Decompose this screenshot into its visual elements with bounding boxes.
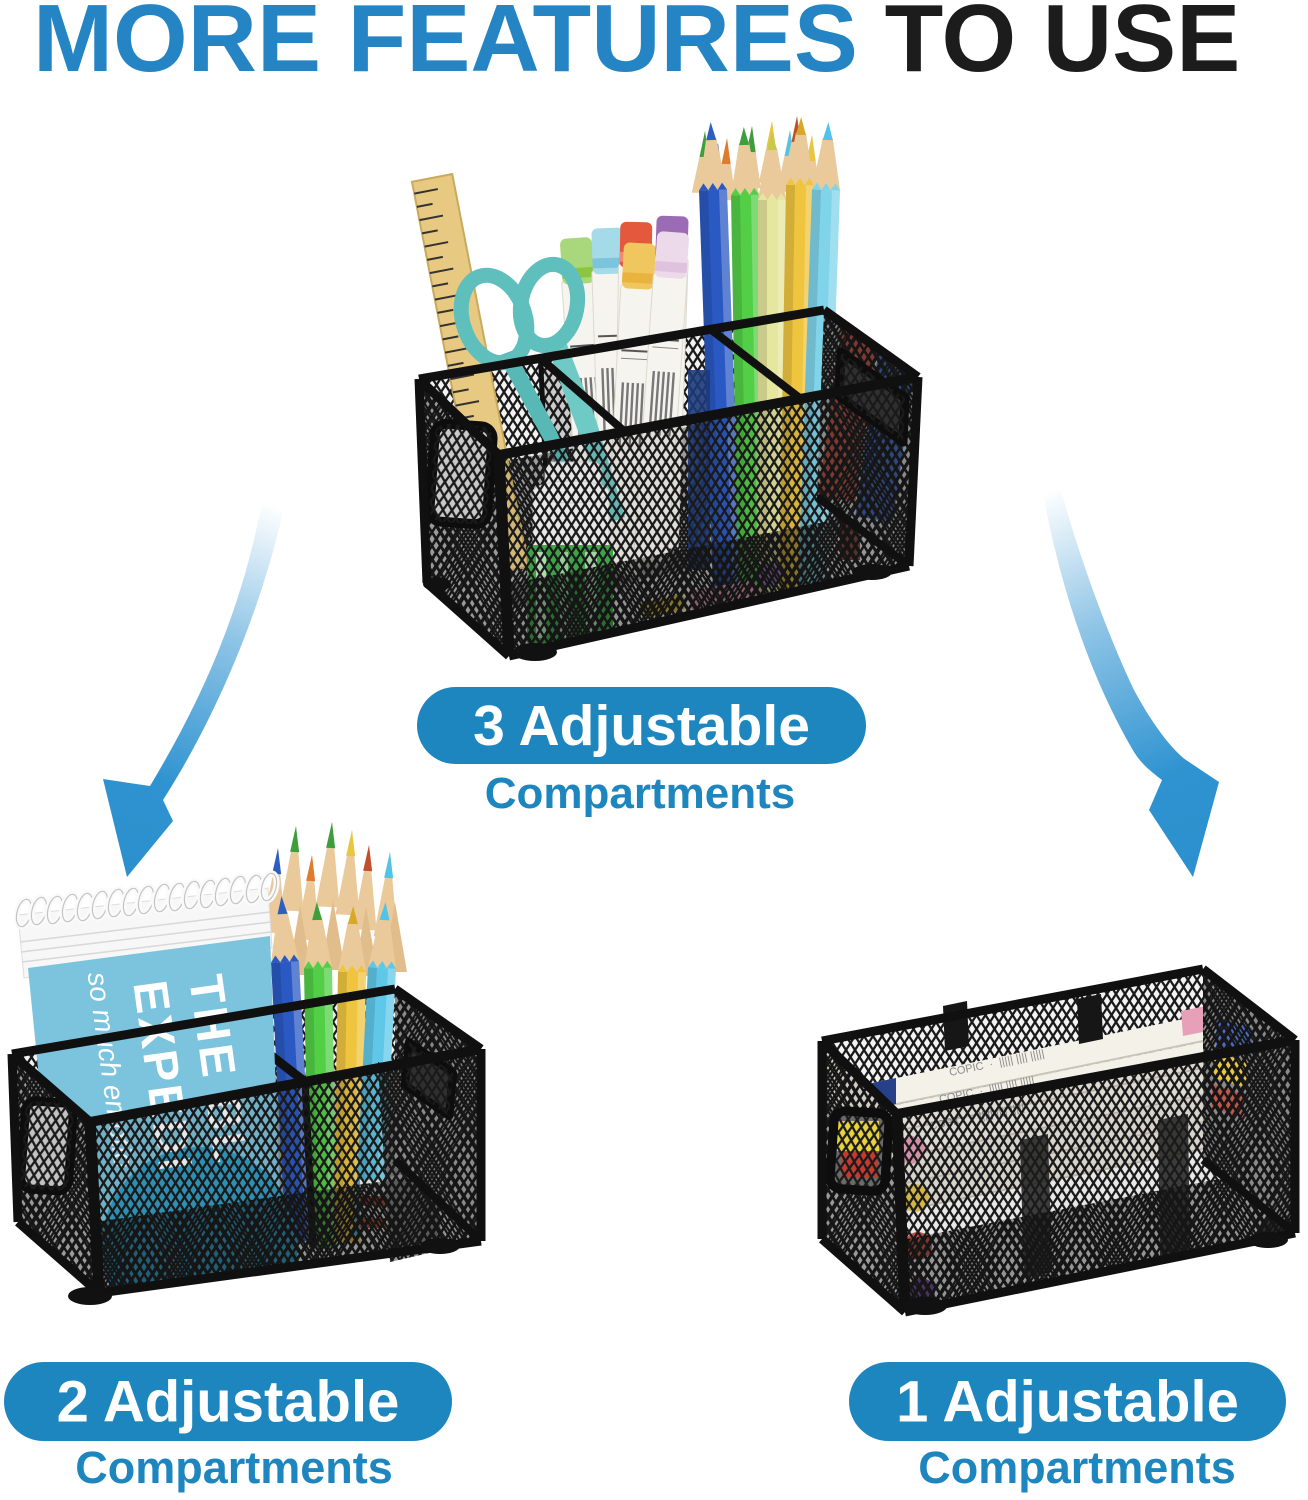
svg-text:3 Adjustable: 3 Adjustable [473,694,810,758]
svg-text:Compartments: Compartments [485,769,796,818]
svg-text:Compartments: Compartments [75,1442,393,1493]
svg-text:MORE FEATURES TO USE: MORE FEATURES TO USE [33,0,1240,92]
svg-text:Compartments: Compartments [918,1442,1236,1493]
svg-text:2 Adjustable: 2 Adjustable [57,1369,400,1434]
svg-text:1 Adjustable: 1 Adjustable [896,1369,1239,1434]
